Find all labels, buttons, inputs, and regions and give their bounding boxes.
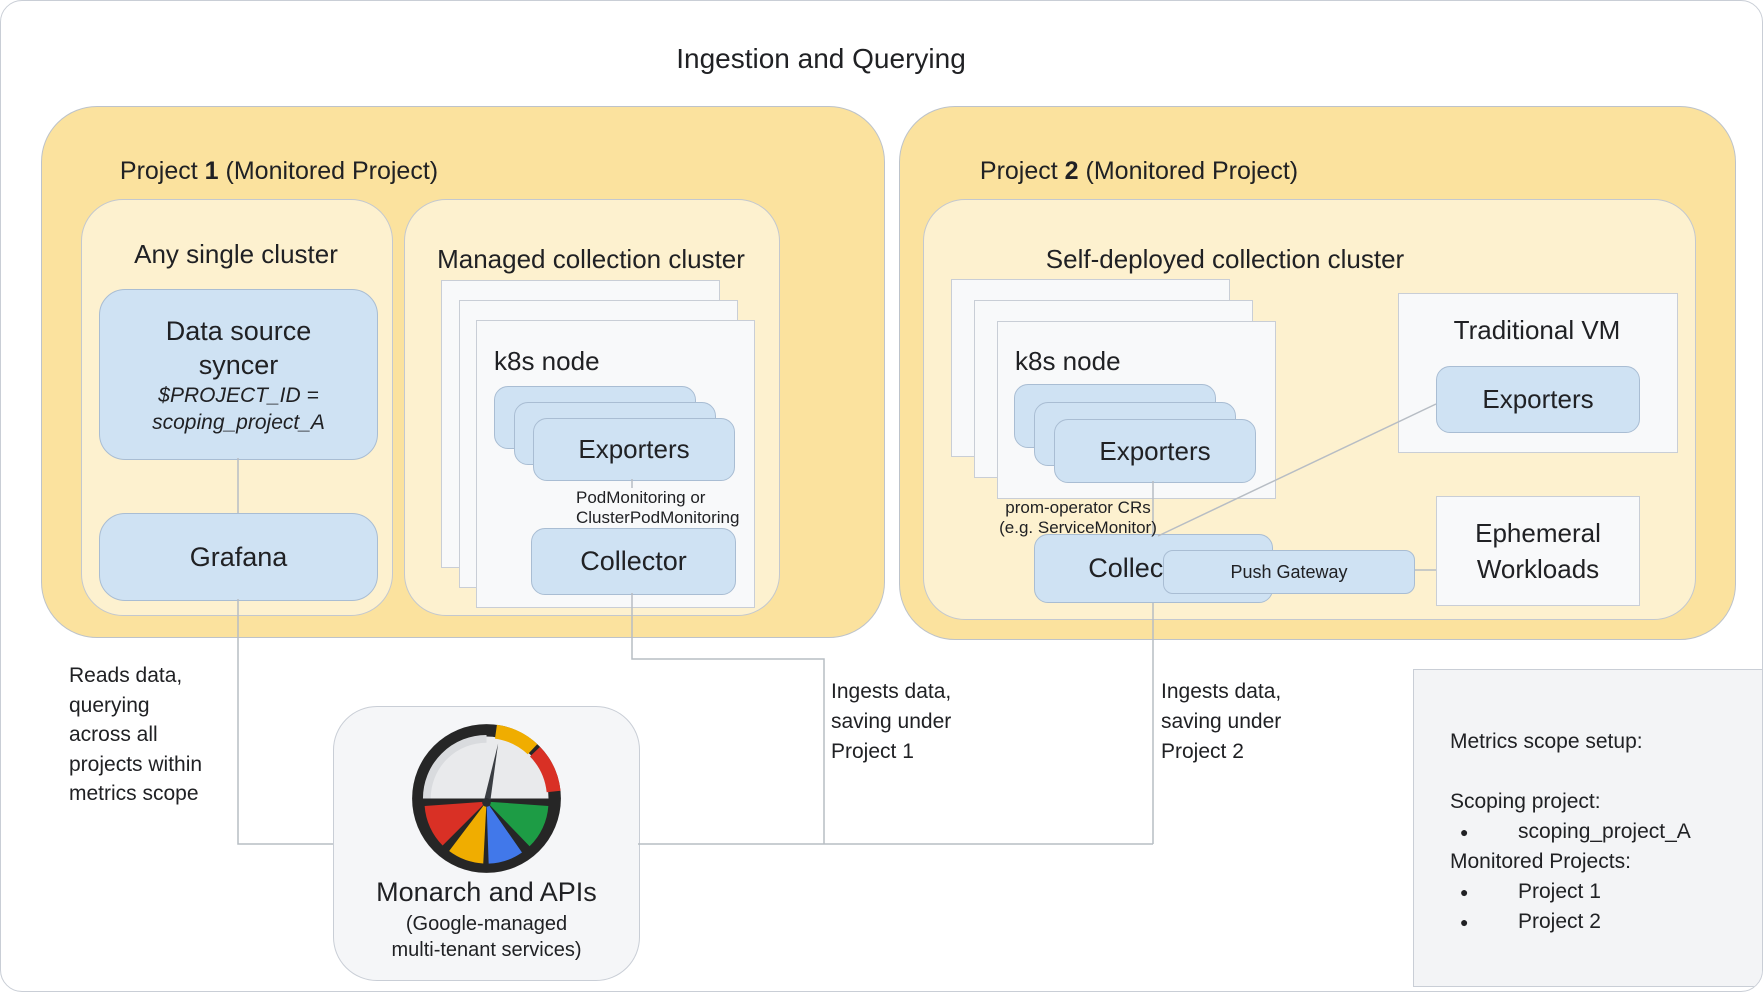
- syncer-project-id-line: $PROJECT_ID =: [158, 383, 319, 407]
- k8s-node-label: k8s node: [494, 346, 600, 376]
- scoping-project-item: ● scoping_project_A: [1414, 817, 1762, 847]
- scoping-project-label: Scoping project:: [1450, 790, 1601, 813]
- ingest2-line2: saving under: [1161, 710, 1282, 733]
- ephemeral-workloads-box: Ephemeral Workloads: [1436, 496, 1640, 606]
- exporters-box: Exporters: [533, 418, 735, 481]
- monitored-projects-label: Monitored Projects:: [1450, 850, 1631, 873]
- prom-operator-annotation-line2: (e.g. ServiceMonitor): [999, 518, 1157, 537]
- ingest2-line1: Ingests data,: [1161, 680, 1282, 703]
- syncer-scoping-project-line: scoping_project_A: [152, 410, 325, 434]
- ephemeral-label-line2: Workloads: [1476, 554, 1600, 584]
- monitored-project-item-2: ● Project 2: [1414, 907, 1762, 937]
- traditional-vm-exporters-box: Exporters: [1436, 366, 1640, 433]
- monitored-project-value-1: Project 1: [1518, 880, 1601, 903]
- ingest1-line1: Ingests data,: [831, 680, 952, 703]
- monitored-project-item-1: ● Project 1: [1414, 877, 1762, 907]
- ingest1-line3: Project 1: [831, 740, 914, 763]
- reads-line1: Reads data,: [69, 664, 183, 687]
- bullet-icon: ●: [1460, 884, 1469, 900]
- data-source-syncer-box: Data source syncer $PROJECT_ID = scoping…: [99, 289, 378, 460]
- syncer-label-line1: Data source: [165, 315, 312, 346]
- reads-line3: across all: [69, 723, 158, 746]
- any-single-cluster-heading: Any single cluster: [134, 239, 338, 269]
- ingest1-annotation: Ingests data, saving under Project 1: [831, 677, 951, 767]
- scoping-project-value: scoping_project_A: [1518, 820, 1691, 843]
- metrics-scope-heading: Metrics scope setup:: [1450, 730, 1643, 753]
- bullet-icon: ●: [1460, 824, 1469, 840]
- collector-box-p1: Collector: [531, 528, 736, 595]
- metrics-scope-panel: Metrics scope setup: Scoping project: ● …: [1413, 669, 1762, 987]
- prom-operator-annotation: prom-operator CRs (e.g. ServiceMonitor): [978, 498, 1178, 538]
- monitored-project-value-2: Project 2: [1518, 910, 1601, 933]
- monarch-subtitle-line2: multi-tenant services): [391, 939, 582, 961]
- reads-line4: projects within: [69, 752, 203, 776]
- traditional-vm-heading: Traditional VM: [1453, 315, 1621, 345]
- bullet-icon: ●: [1460, 914, 1469, 930]
- monarch-title: Monarch and APIs: [376, 877, 597, 907]
- reads-line5: metrics scope: [69, 782, 199, 805]
- page-title: Ingestion and Querying: [676, 43, 966, 74]
- k8s-node-label-p2: k8s node: [1015, 346, 1121, 376]
- syncer-label-line2: syncer: [198, 349, 279, 380]
- grafana-box: Grafana: [99, 513, 378, 601]
- reads-line2: querying: [69, 693, 150, 717]
- ingest1-line2: saving under: [831, 710, 952, 733]
- reads-data-annotation: Reads data, querying across all projects…: [69, 661, 202, 809]
- prom-operator-annotation-line1: prom-operator CRs: [1005, 498, 1151, 517]
- monarch-gauge-icon: [409, 721, 564, 876]
- exporters-box-p2: Exporters: [1054, 419, 1256, 483]
- ephemeral-label-line1: Ephemeral: [1475, 518, 1601, 548]
- monarch-box: Monarch and APIs (Google-managed multi-t…: [333, 706, 640, 981]
- project1-title: Project 1 (Monitored Project): [119, 157, 439, 185]
- managed-cluster-heading: Managed collection cluster: [437, 244, 745, 274]
- self-deployed-cluster-heading: Self-deployed collection cluster: [1045, 244, 1405, 274]
- project2-title: Project 2 (Monitored Project): [979, 157, 1299, 185]
- ingest2-line3: Project 2: [1161, 740, 1244, 763]
- podmonitoring-annotation-line1: PodMonitoring or: [576, 488, 706, 507]
- podmonitoring-annotation-line2: ClusterPodMonitoring: [576, 508, 740, 527]
- push-gateway-box: Push Gateway: [1163, 550, 1415, 594]
- podmonitoring-annotation: PodMonitoring or ClusterPodMonitoring: [576, 488, 748, 528]
- monarch-subtitle-line1: (Google-managed: [405, 913, 568, 935]
- ingest2-annotation: Ingests data, saving under Project 2: [1161, 677, 1281, 767]
